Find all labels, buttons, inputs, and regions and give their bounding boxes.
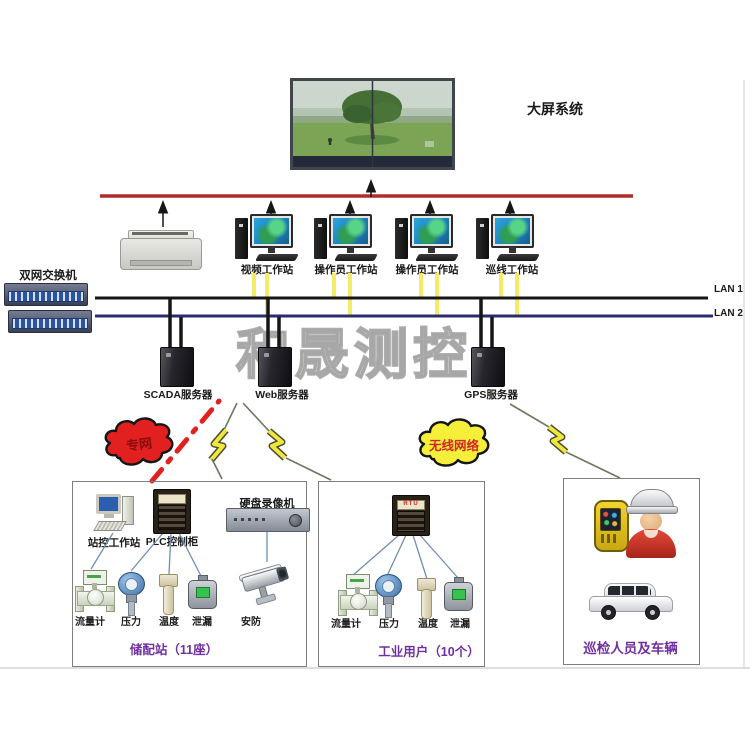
patrol-box (563, 478, 700, 665)
patrol-caption: 巡检人员及车辆 (583, 641, 678, 656)
web-server-icon (258, 347, 292, 387)
industrial-temperature-icon (413, 578, 439, 620)
rtu-cabinet-badge: RTU (397, 500, 425, 510)
industrial-flowmeter-icon (338, 574, 378, 618)
dvr-label: 硬盘录像机 (239, 498, 295, 510)
industrial-temperature-label: 温度 (418, 619, 438, 630)
lightning-link-gps (509, 403, 621, 479)
network-switch-2-icon (8, 310, 92, 333)
storage-temperature-icon (155, 574, 181, 616)
storage-station-caption: 储配站（11座） (129, 643, 219, 657)
workstation-operator2-icon (395, 214, 459, 264)
rtu-cabinet-icon: RTU (392, 495, 430, 536)
dual-switch-label: 双网交换机 (19, 270, 77, 282)
workstation-video-icon (235, 214, 299, 264)
storage-temperature-label: 温度 (159, 617, 179, 628)
yellow-cloud-shape (418, 418, 490, 467)
storage-leak-icon (187, 575, 217, 615)
industrial-pressure-label: 压力 (379, 619, 399, 630)
red-cloud-shape (104, 417, 174, 466)
industrial-users-caption: 工业用户（10个） (378, 645, 480, 659)
patrol-worker-icon (624, 489, 678, 559)
lightning-link-web (242, 402, 332, 481)
industrial-leak-icon (443, 577, 473, 617)
storage-station-box (72, 481, 307, 667)
industrial-flowmeter-label: 流量计 (331, 619, 361, 630)
server-drop-lines (168, 299, 494, 352)
display-wall-label: 大屏系统 (527, 101, 583, 117)
workstation-patrol-icon (476, 214, 540, 264)
storage-pressure-icon (114, 572, 148, 616)
station-control-pc-label: 站控工作站 (87, 537, 141, 549)
storage-station-wiring (90, 531, 268, 577)
wireless-network-cloud-label: 无线网络 (428, 439, 479, 453)
printer-icon (120, 226, 202, 270)
display-wall-image (290, 78, 455, 170)
storage-flowmeter-icon (75, 570, 115, 614)
storage-leak-label: 泄漏 (192, 617, 212, 628)
security-camera-label: 安防 (241, 617, 261, 628)
lan2-label: LAN 2 (714, 308, 743, 319)
wireless-network-cloud: 无线网络 (413, 417, 495, 471)
gps-server-icon (471, 347, 505, 387)
workstation-operator1-label: 操作员工作站 (314, 264, 378, 276)
workstation-lan-cables (252, 273, 519, 316)
lightning-link-scada (208, 402, 238, 480)
dvr-icon (226, 508, 310, 532)
workstation-operator1-icon (314, 214, 378, 264)
workstation-patrol-label: 巡线工作站 (485, 264, 539, 276)
private-network-cloud: 专网 (100, 415, 178, 471)
frame-artifact-lines (0, 80, 750, 669)
patrol-vehicle-icon (589, 583, 673, 620)
industrial-pressure-icon (371, 574, 405, 618)
storage-pressure-label: 压力 (121, 617, 141, 628)
lan1-label: LAN 1 (714, 284, 743, 295)
scada-server-icon (160, 347, 194, 387)
workstation-operator2-label: 操作员工作站 (395, 264, 459, 276)
display-wall (290, 78, 455, 170)
storage-flowmeter-label: 流量计 (75, 617, 105, 628)
plc-cabinet-icon (153, 489, 191, 534)
private-network-dashed-link (149, 398, 222, 484)
network-switch-1-icon (4, 283, 88, 306)
gps-handheld-icon (594, 500, 629, 552)
station-control-pc-icon (93, 492, 136, 534)
web-server-label: Web服务器 (255, 389, 309, 401)
industrial-users-box (318, 481, 485, 667)
industrial-users-wiring (351, 534, 459, 580)
industrial-leak-label: 泄漏 (450, 619, 470, 630)
scada-server-label: SCADA服务器 (143, 389, 213, 401)
gps-server-label: GPS服务器 (464, 389, 518, 401)
